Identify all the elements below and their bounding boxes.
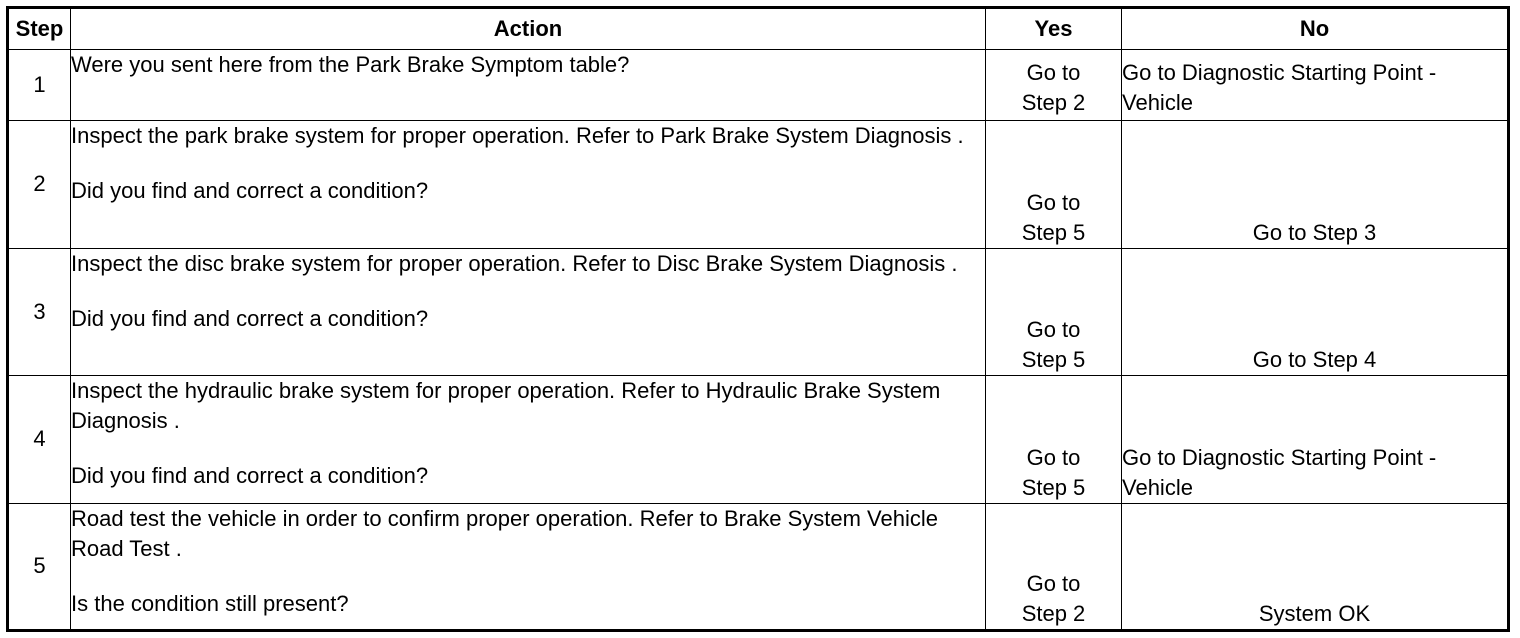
action-text: Inspect the hydraulic brake system for p… <box>71 378 941 434</box>
action-cell: Inspect the hydraulic brake system for p… <box>70 375 986 504</box>
yes-goto: Go to <box>1026 444 1081 470</box>
action-text: Inspect the disc brake system for proper… <box>71 250 958 276</box>
yes-goto: Go to <box>1026 60 1081 85</box>
header-step: Step <box>7 7 71 50</box>
action-question: Is the condition still present? <box>71 590 349 616</box>
yes-goto: Go to <box>1026 571 1081 596</box>
table-row: 1 Were you sent here from the Park Brake… <box>7 48 1509 122</box>
yes-cell: Go to Step 2 <box>985 48 1122 122</box>
action-cell: Road test the vehicle in order to confir… <box>70 502 986 632</box>
step-number: 4 <box>7 375 71 504</box>
no-cell: System OK <box>1121 502 1509 632</box>
header-action: Action <box>70 7 986 50</box>
no-cell: Go to Diagnostic Starting Point - Vehicl… <box>1121 48 1509 122</box>
action-cell: Were you sent here from the Park Brake S… <box>70 48 986 122</box>
action-cell: Inspect the disc brake system for proper… <box>70 247 986 377</box>
table-row: 5 Road test the vehicle in order to conf… <box>7 502 1509 632</box>
yes-step: Step 5 <box>1021 347 1086 373</box>
step-number: 3 <box>7 247 71 377</box>
no-cell: Go to Step 3 <box>1121 120 1509 249</box>
diagnostic-table: Step Action Yes No 1 Were you sent here … <box>6 6 1510 632</box>
action-question: Did you find and correct a condition? <box>71 305 429 331</box>
yes-cell: Go to Step 5 <box>985 120 1122 249</box>
action-cell: Inspect the park brake system for proper… <box>70 120 986 249</box>
header-yes: Yes <box>985 7 1122 50</box>
action-text: Inspect the park brake system for proper… <box>71 123 964 149</box>
action-text: Road test the vehicle in order to confir… <box>71 505 938 561</box>
table-row: 2 Inspect the park brake system for prop… <box>7 120 1509 249</box>
step-number: 2 <box>7 120 71 249</box>
table-row: 3 Inspect the disc brake system for prop… <box>7 247 1509 377</box>
no-cell: Go to Step 4 <box>1121 247 1509 377</box>
table-row: 4 Inspect the hydraulic brake system for… <box>7 375 1509 504</box>
step-number: 1 <box>7 48 71 122</box>
yes-step: Step 5 <box>1021 474 1086 500</box>
step-number: 5 <box>7 502 71 632</box>
yes-step: Step 2 <box>1021 90 1086 115</box>
action-text: Were you sent here from the Park Brake S… <box>71 52 630 77</box>
yes-cell: Go to Step 5 <box>985 375 1122 504</box>
yes-step: Step 5 <box>1021 219 1086 245</box>
yes-goto: Go to <box>1026 317 1081 343</box>
no-cell: Go to Diagnostic Starting Point - Vehicl… <box>1121 375 1509 504</box>
header-no: No <box>1121 7 1509 50</box>
yes-cell: Go to Step 2 <box>985 502 1122 632</box>
yes-cell: Go to Step 5 <box>985 247 1122 377</box>
table-header-row: Step Action Yes No <box>7 7 1509 50</box>
yes-goto: Go to <box>1026 189 1081 215</box>
action-question: Did you find and correct a condition? <box>71 178 429 204</box>
yes-step: Step 2 <box>1021 601 1086 626</box>
action-question: Did you find and correct a condition? <box>71 463 429 489</box>
